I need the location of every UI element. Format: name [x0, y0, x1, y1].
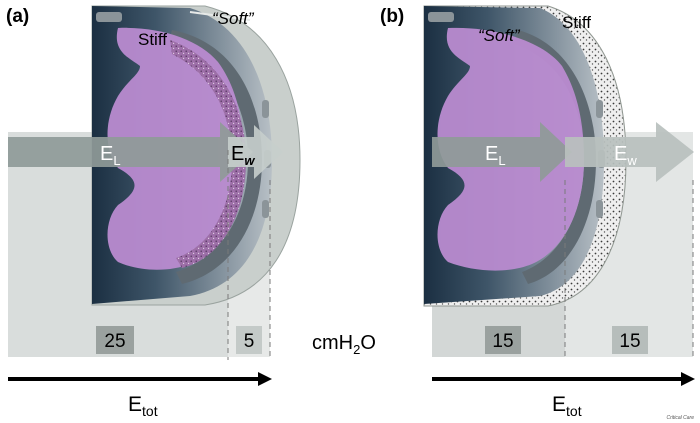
panel-a-total-label: Etot	[128, 393, 158, 419]
panel-a: (a) Stiff “Soft” EL Ew 25 5 Etot	[6, 5, 301, 419]
panel-b-wall-label: Stiff	[562, 13, 591, 32]
panel-a-wall-elastance-label: Ew	[231, 143, 255, 168]
panel-b: (b) “Soft” Stiff EL Ew 15 15 Etot	[380, 5, 695, 419]
panel-b-lung-elastance-arrow	[432, 122, 572, 182]
pressure-unit: cmH2O	[312, 332, 376, 357]
panel-a-lung-pressure: 25	[104, 331, 125, 352]
panel-a-lung-label: Stiff	[138, 30, 167, 49]
journal-credit: Critical Care	[666, 415, 694, 421]
panel-b-total-label: Etot	[552, 393, 582, 419]
panel-b-wall-elastance-arrow	[565, 122, 694, 182]
panel-a-lung-elastance-arrow	[8, 122, 253, 182]
panel-b-lung-label: “Soft”	[478, 26, 521, 45]
panel-a-wall-pressure-box	[236, 326, 262, 354]
panel-b-lung-elastance-label: EL	[485, 143, 506, 168]
panel-a-wall-elastance-arrow	[228, 125, 283, 179]
panel-b-lung-pressure: 15	[492, 331, 513, 352]
panel-a-wall-pressure: 5	[244, 331, 255, 352]
panel-b-wall-elastance-label: Ew	[614, 143, 637, 168]
panel-a-lung-pressure-box	[96, 326, 134, 354]
panel-b-lung-pressure-box	[485, 326, 521, 354]
panel-a-label: (a)	[6, 6, 29, 27]
panel-b-wall-pressure-box	[612, 326, 648, 354]
panel-b-wall-pressure: 15	[619, 331, 640, 352]
panel-a-lung-elastance-label: EL	[100, 143, 121, 168]
panel-a-wall-label: “Soft”	[212, 9, 255, 28]
panel-b-label: (b)	[380, 6, 404, 27]
